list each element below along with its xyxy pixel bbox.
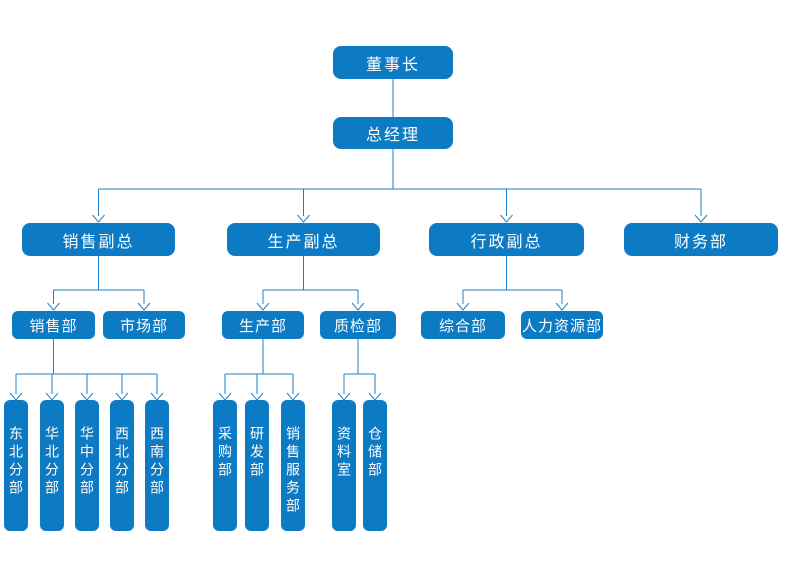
node-hr-dept: 人力资源部 xyxy=(521,311,603,339)
node-rd-dept: 研发部 xyxy=(245,400,269,531)
node-archives-room: 资料室 xyxy=(332,400,356,531)
node-sales-service-dept: 销售服务部 xyxy=(281,400,305,531)
node-qc-dept: 质检部 xyxy=(320,311,396,339)
node-northeast-branch: 东北分部 xyxy=(4,400,28,531)
node-production-dept: 生产部 xyxy=(222,311,304,339)
node-central-china-branch: 华中分部 xyxy=(75,400,99,531)
node-warehouse-dept: 仓储部 xyxy=(363,400,387,531)
connector-productionvp-depts xyxy=(256,256,365,311)
connector-productiondept-subunits xyxy=(218,339,300,401)
node-general-manager: 总经理 xyxy=(333,117,453,149)
node-southwest-branch: 西南分部 xyxy=(145,400,169,531)
node-general-affairs-dept: 综合部 xyxy=(421,311,505,339)
connector-gm-level3 xyxy=(92,149,708,223)
node-finance-dept: 财务部 xyxy=(624,223,778,256)
connector-adminvp-depts xyxy=(456,256,569,311)
node-northwest-branch: 西北分部 xyxy=(110,400,134,531)
node-sales-dept: 销售部 xyxy=(12,311,95,339)
connector-qcdept-subunits xyxy=(337,339,382,401)
node-admin-vp: 行政副总 xyxy=(429,223,584,256)
node-sales-vp: 销售副总 xyxy=(22,223,175,256)
node-chairman: 董事长 xyxy=(333,46,453,79)
node-production-vp: 生产副总 xyxy=(227,223,380,256)
node-purchasing-dept: 采购部 xyxy=(213,400,237,531)
connector-salesvp-depts xyxy=(47,256,151,311)
node-marketing-dept: 市场部 xyxy=(103,311,185,339)
connector-salesdept-branches xyxy=(9,339,164,401)
node-north-china-branch: 华北分部 xyxy=(40,400,64,531)
